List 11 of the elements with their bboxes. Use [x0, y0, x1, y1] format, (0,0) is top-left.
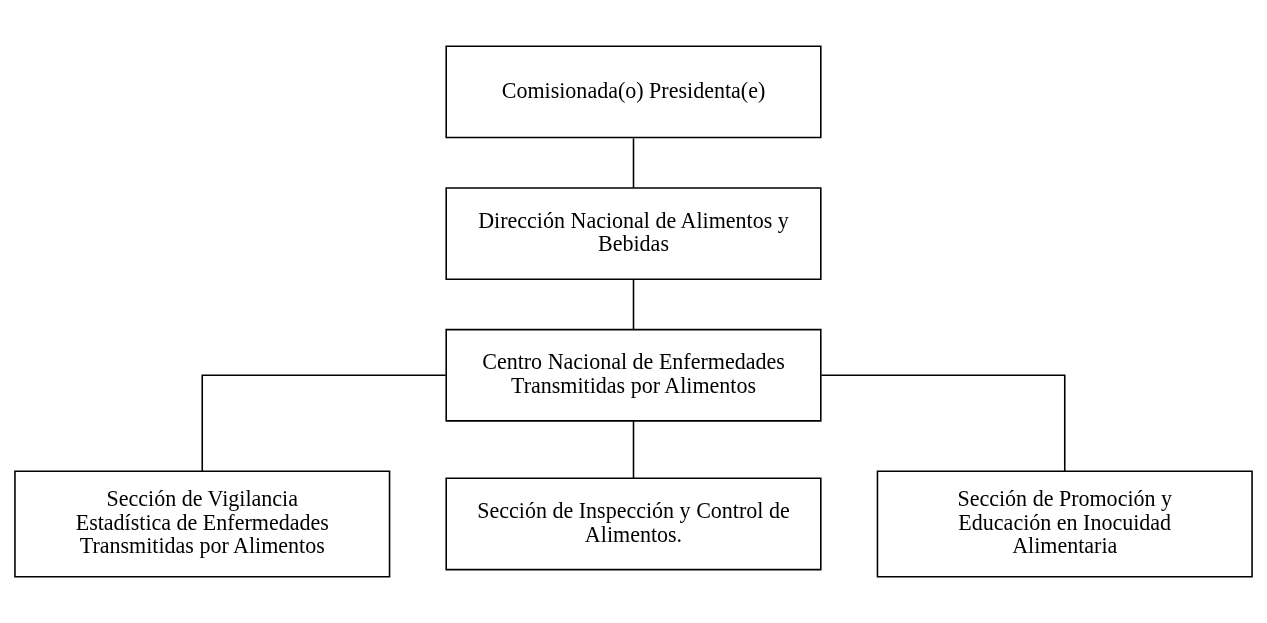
connector [632, 137, 635, 189]
node-box: Comisionada(o) Presidenta(e) [445, 45, 822, 139]
node-box: Centro Nacional de Enfermedades Transmitidas por Alimentos [445, 328, 822, 422]
connector [632, 279, 635, 331]
connector [632, 420, 635, 479]
node-box: Dirección Nacional de Alimentos y Bebidas [445, 187, 822, 280]
connector [820, 374, 1066, 472]
connector [201, 374, 447, 472]
node-box: Sección de Promoción y Educación en Inocuidad Alimentaria [876, 470, 1253, 578]
node-box: Sección de Vigilancia Estadística de Enfermedades Transmitidas por Alimentos [14, 470, 391, 578]
node-box: Sección de Inspección y Control de Alimentos. [445, 477, 822, 571]
